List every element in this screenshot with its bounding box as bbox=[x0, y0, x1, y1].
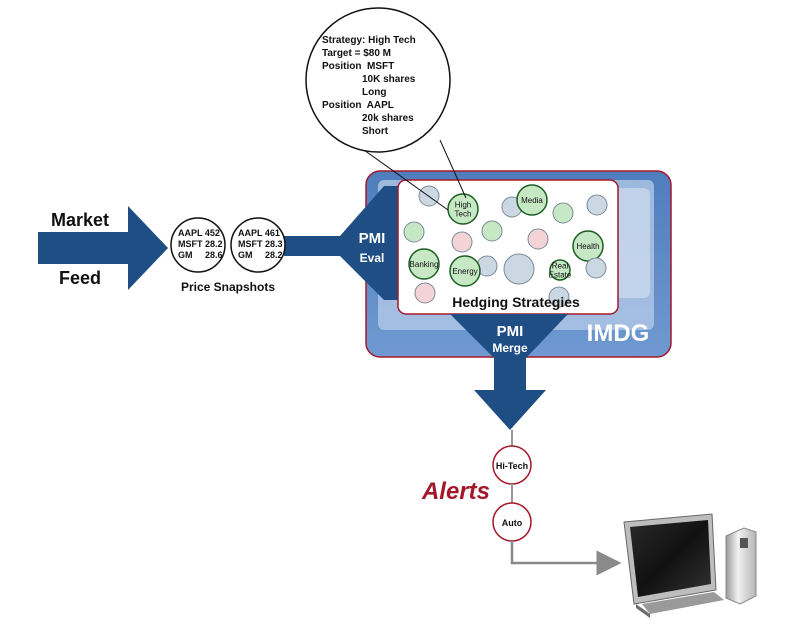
snapshot-2-line2: MSFT 28.3 bbox=[238, 239, 283, 249]
callout-line-6: Position AAPL bbox=[322, 100, 394, 111]
pmi-merge-line2: Merge bbox=[492, 341, 528, 355]
strategy-node-label: High bbox=[455, 201, 471, 210]
strategy-node-label: Media bbox=[521, 196, 543, 205]
alert-to-workstation-arrow bbox=[510, 541, 622, 576]
strategy-node-label: Banking bbox=[410, 260, 439, 269]
feed-label-bottom: Feed bbox=[59, 268, 101, 288]
strategy-node-label: Real bbox=[552, 262, 569, 271]
callout-line-8: Short bbox=[362, 126, 389, 137]
strategy-node bbox=[516, 184, 548, 216]
alert-auto-label: Auto bbox=[502, 518, 523, 528]
hedging-title: Hedging Strategies bbox=[452, 294, 580, 310]
strategy-node bbox=[549, 259, 571, 281]
callout-line-4: 10K shares bbox=[362, 74, 416, 85]
callout-line-3: Position MSFT bbox=[322, 61, 394, 72]
feed-label-top: Market bbox=[51, 210, 109, 230]
strategy-node bbox=[548, 286, 570, 308]
strategy-node bbox=[451, 231, 473, 253]
strategy-node-label: Tech bbox=[455, 210, 472, 219]
pmi-eval-line1: PMI bbox=[359, 230, 386, 247]
alert-auto: Auto bbox=[492, 502, 532, 542]
snapshot-1-line1: AAPL 452 bbox=[178, 228, 220, 238]
strategy-node bbox=[527, 228, 549, 250]
imdg-label: IMDG bbox=[587, 320, 650, 347]
strategy-node bbox=[447, 193, 479, 225]
callout-line-5: Long bbox=[362, 87, 386, 98]
pmi-merge-line1: PMI bbox=[497, 323, 524, 340]
strategy-node bbox=[503, 253, 535, 285]
alert-hi-tech: Hi-Tech bbox=[492, 445, 532, 485]
snapshot-2-line1: AAPL 461 bbox=[238, 228, 280, 238]
pmi-eval-funnel bbox=[340, 186, 400, 300]
callout-line-7: 20k shares bbox=[362, 113, 414, 124]
price-snapshot-2: AAPL 461 MSFT 28.3 GM 28.2 bbox=[230, 217, 286, 273]
alert-hi-tech-label: Hi-Tech bbox=[496, 461, 528, 471]
callout-line-2: Target = $80 M bbox=[322, 48, 391, 59]
strategy-node bbox=[403, 221, 425, 243]
strategy-node-label: Health bbox=[576, 242, 599, 251]
pmi-eval-line2: Eval bbox=[360, 251, 385, 265]
strategy-node bbox=[449, 255, 481, 287]
workstation-icon bbox=[623, 513, 757, 618]
strategy-node bbox=[414, 282, 436, 304]
strategy-node bbox=[408, 248, 440, 280]
snapshot-1-line3: GM 28.6 bbox=[178, 250, 223, 260]
price-snapshot-1: AAPL 452 MSFT 28.2 GM 28.6 bbox=[170, 217, 226, 273]
strategy-node-label: Estate bbox=[549, 271, 572, 280]
market-feed-arrow bbox=[38, 206, 168, 290]
strategy-node bbox=[481, 220, 503, 242]
strategy-node bbox=[585, 257, 607, 279]
callout-line-1: Strategy: High Tech bbox=[322, 35, 416, 46]
strategy-callout: Strategy: High Tech Target = $80 M Posit… bbox=[305, 7, 467, 211]
strategy-node bbox=[572, 230, 604, 262]
snapshot-1-line2: MSFT 28.2 bbox=[178, 239, 223, 249]
strategy-node bbox=[552, 202, 574, 224]
pmi-merge-funnel bbox=[450, 314, 568, 430]
snapshot-2-line3: GM 28.2 bbox=[238, 250, 283, 260]
strategy-node bbox=[586, 194, 608, 216]
snapshots-caption: Price Snapshots bbox=[181, 280, 275, 294]
alerts-title: Alerts bbox=[421, 478, 490, 505]
strategy-node-label: Energy bbox=[452, 267, 477, 276]
